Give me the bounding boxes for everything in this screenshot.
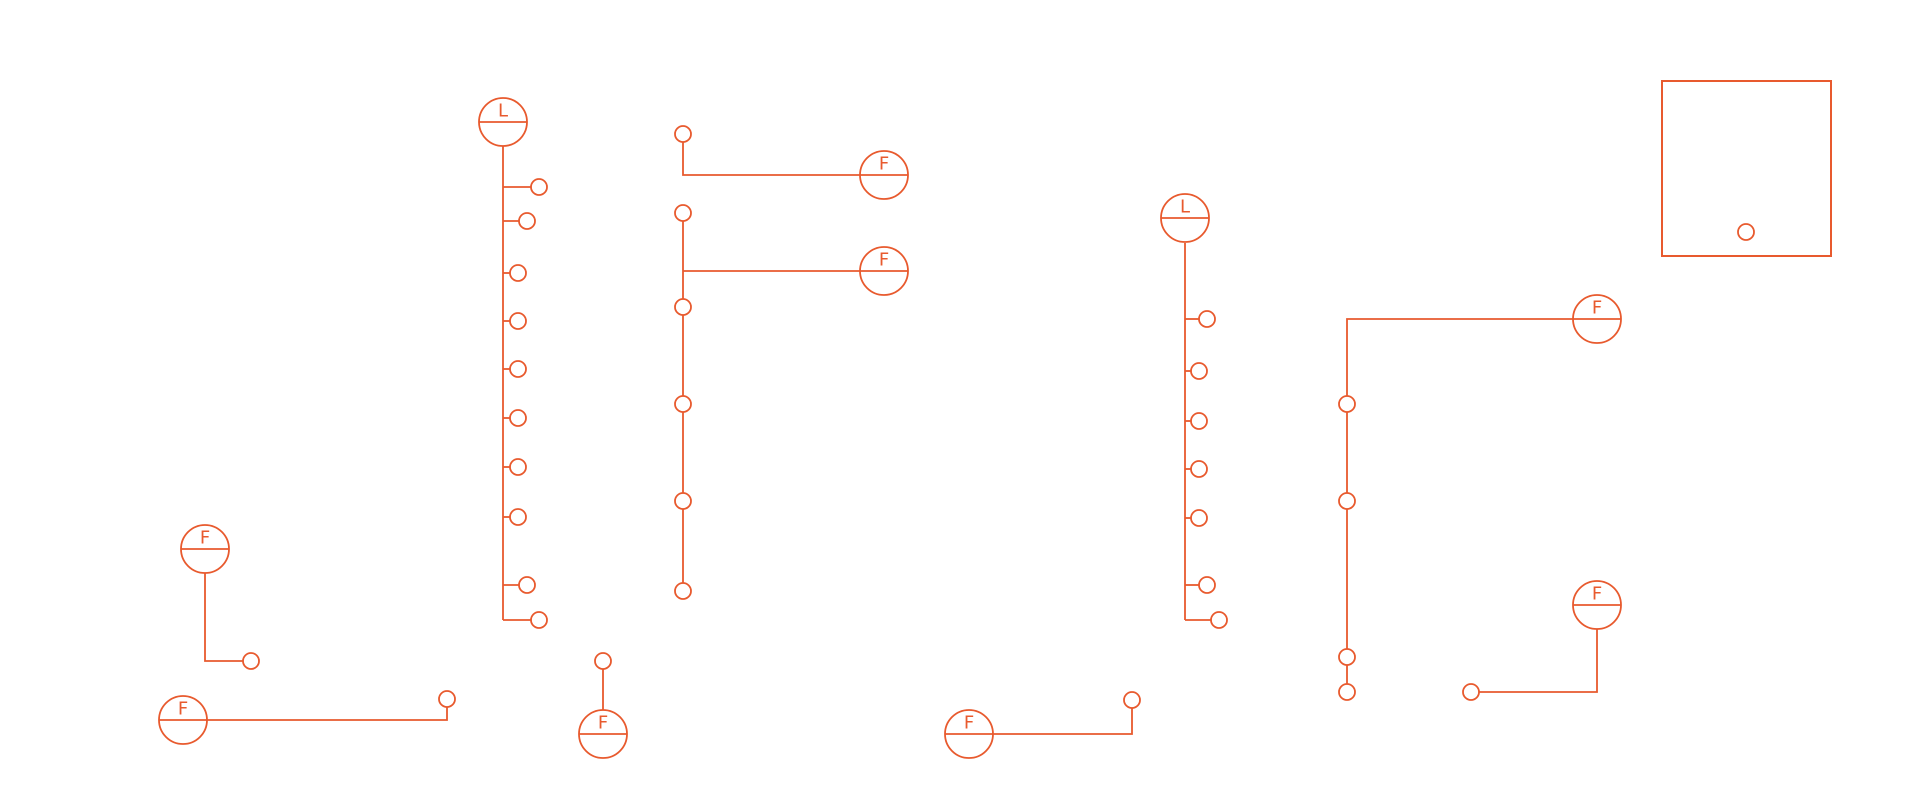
- endpoint[interactable]: [1338, 648, 1356, 666]
- endpoint[interactable]: [509, 312, 527, 330]
- endpoint[interactable]: [242, 652, 260, 670]
- follower-node-label: F: [178, 699, 188, 720]
- endpoint[interactable]: [674, 298, 692, 316]
- follower-chain-1: F F: [674, 125, 909, 600]
- endpoint[interactable]: [1210, 611, 1228, 629]
- endpoint[interactable]: [1198, 310, 1216, 328]
- chain-wire: [1346, 318, 1597, 692]
- follower-node-label: F: [1592, 298, 1602, 319]
- leader-group-2: L: [1160, 193, 1228, 629]
- follower-link-1: F: [180, 524, 260, 670]
- follower-node-label: F: [964, 713, 974, 734]
- endpoint[interactable]: [1338, 492, 1356, 510]
- branch-wires: [1185, 318, 1211, 621]
- follower-node[interactable]: F: [1572, 294, 1622, 344]
- endpoint[interactable]: [674, 492, 692, 510]
- follower-node[interactable]: F: [180, 524, 230, 574]
- leader-node[interactable]: L: [1160, 193, 1210, 243]
- endpoint[interactable]: [1190, 460, 1208, 478]
- follower-node[interactable]: F: [578, 709, 628, 759]
- follower-link-4: F: [944, 691, 1141, 759]
- endpoint[interactable]: [530, 178, 548, 196]
- follower-chain-2: F: [1338, 294, 1622, 701]
- leader-node-label: L: [1180, 197, 1190, 218]
- endpoint[interactable]: [1338, 395, 1356, 413]
- branch-wires: [503, 186, 538, 621]
- follower-node[interactable]: F: [944, 709, 994, 759]
- panel: [1661, 80, 1832, 257]
- follower-node-label: F: [598, 713, 608, 734]
- follower-node-label: F: [1592, 584, 1602, 605]
- endpoint[interactable]: [518, 212, 536, 230]
- leader-node-label: L: [498, 101, 508, 122]
- endpoint[interactable]: [530, 611, 548, 629]
- endpoint[interactable]: [674, 395, 692, 413]
- endpoints: [509, 178, 548, 629]
- follower-node-label: F: [879, 250, 889, 271]
- endpoint[interactable]: [674, 204, 692, 222]
- endpoint[interactable]: [594, 652, 612, 670]
- endpoint[interactable]: [438, 690, 456, 708]
- follower-node[interactable]: F: [1572, 580, 1622, 630]
- follower-node[interactable]: F: [158, 695, 208, 745]
- endpoint[interactable]: [509, 264, 527, 282]
- leader-group-1: L: [478, 97, 548, 629]
- endpoint[interactable]: [1123, 691, 1141, 709]
- endpoint[interactable]: [1338, 683, 1356, 701]
- follower-link-2: F: [158, 690, 456, 745]
- endpoint[interactable]: [509, 508, 527, 526]
- follower-link-3: F: [578, 652, 628, 759]
- follower-link-5: F: [1462, 580, 1622, 701]
- endpoint[interactable]: [1190, 509, 1208, 527]
- endpoint[interactable]: [509, 360, 527, 378]
- endpoint[interactable]: [1737, 223, 1755, 241]
- follower-node-label: F: [200, 528, 210, 549]
- link-wire: [682, 134, 860, 176]
- follower-node-label: F: [879, 154, 889, 175]
- endpoints: [1190, 310, 1228, 629]
- endpoint[interactable]: [1198, 576, 1216, 594]
- endpoint[interactable]: [509, 458, 527, 476]
- follower-node[interactable]: F: [859, 246, 909, 296]
- endpoint[interactable]: [1190, 412, 1208, 430]
- follower-node[interactable]: F: [859, 150, 909, 200]
- endpoint[interactable]: [674, 125, 692, 143]
- leader-node[interactable]: L: [478, 97, 528, 147]
- endpoint[interactable]: [518, 576, 536, 594]
- endpoint[interactable]: [509, 409, 527, 427]
- endpoint[interactable]: [674, 582, 692, 600]
- endpoint[interactable]: [1462, 683, 1480, 701]
- panel-frame: [1661, 80, 1832, 257]
- endpoint[interactable]: [1190, 362, 1208, 380]
